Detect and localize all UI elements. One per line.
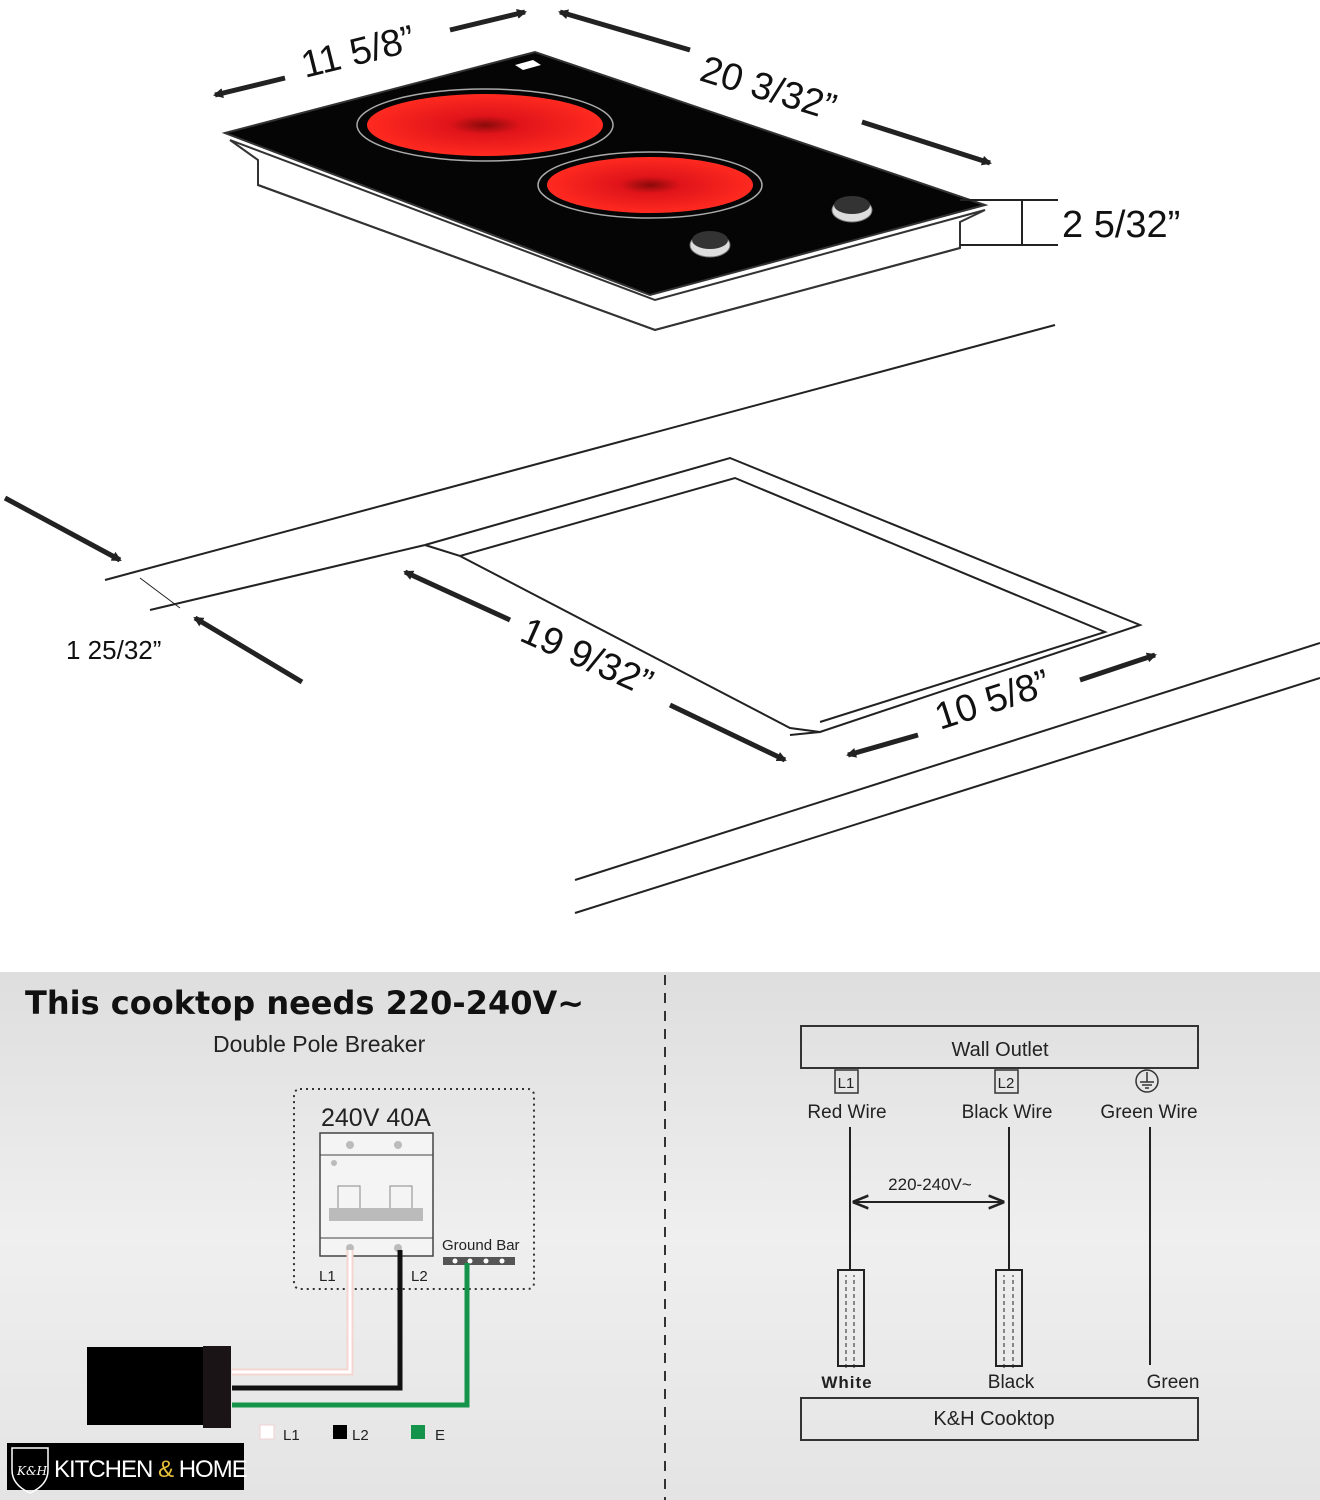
wiring-schematic: Wall Outlet L1 L2 Red Wire Black Wire Gr… — [800, 1025, 1200, 1441]
burner-front — [537, 151, 763, 219]
cooktop-illustration — [221, 50, 989, 332]
wire-legend: L1 L2 E — [259, 1424, 445, 1444]
wires — [232, 1250, 470, 1408]
voltage-heading: This cooktop needs 220-240V~ — [25, 984, 584, 1022]
shield-icon — [11, 1447, 49, 1494]
ground-bar-label: Ground Bar — [442, 1237, 520, 1254]
wall-outlet-label: Wall Outlet — [951, 1039, 1049, 1061]
knob-left — [689, 231, 731, 258]
breaker-icon — [319, 1132, 434, 1257]
brand-monogram: K&H — [16, 1464, 48, 1478]
cooktop-box — [800, 1397, 1199, 1441]
green-wire-label: Green Wire — [1100, 1102, 1197, 1123]
l1-tag: L1 — [838, 1075, 855, 1092]
breaker-subtitle: Double Pole Breaker — [213, 1031, 426, 1057]
terminal-l1-label: L1 — [319, 1268, 336, 1285]
svg-text:KITCHEN & HOME: KITCHEN & HOME — [54, 1456, 247, 1483]
brand-logo: K&H KITCHEN & HOME — [7, 1443, 248, 1494]
burner-rear — [356, 88, 614, 162]
legend-l2: L2 — [352, 1427, 369, 1444]
black-wire-cooktop-label: Black — [988, 1372, 1035, 1393]
white-wire-cooktop-label: White — [821, 1373, 872, 1392]
breaker-section: This cooktop needs 220-240V~ Double Pole… — [7, 984, 584, 1494]
terminal-l2-label: L2 — [411, 1268, 428, 1285]
legend-e: E — [435, 1427, 445, 1444]
logo-icon — [515, 60, 541, 70]
cooktop-box-label: K&H Cooktop — [933, 1408, 1054, 1430]
cooktop-junction-box — [87, 1347, 212, 1425]
black-wire-sleeve — [995, 1269, 1023, 1367]
brand-name-a: KITCHEN — [54, 1456, 152, 1483]
l2-tag: L2 — [998, 1075, 1015, 1092]
dim-countertop-thickness: 1 25/32” — [66, 635, 161, 665]
white-wire-sleeve — [837, 1269, 865, 1367]
dim-cutout-width: 19 9/32” — [514, 610, 658, 705]
red-wire-label: Red Wire — [807, 1102, 886, 1123]
breaker-rating: 240V 40A — [321, 1104, 431, 1132]
legend-l1: L1 — [283, 1427, 300, 1444]
ground-bar-icon — [443, 1257, 515, 1265]
dim-cooktop-height: 2 5/32” — [1062, 204, 1180, 246]
ground-symbol-icon — [1135, 1069, 1159, 1093]
brand-amp: & — [158, 1456, 174, 1483]
junction-box-connector — [203, 1346, 231, 1428]
wall-outlet-box — [800, 1025, 1199, 1069]
countertop-illustration — [104, 324, 1320, 914]
black-wire-label: Black Wire — [962, 1102, 1053, 1123]
dim-cooktop-depth: 11 5/8” — [297, 18, 419, 87]
dimension-arrows — [3, 9, 1157, 763]
voltage-label: 220-240V~ — [888, 1175, 972, 1194]
green-wire-cooktop-label: Green — [1147, 1372, 1200, 1393]
knob-right — [831, 196, 873, 223]
brand-name-b: HOME — [179, 1456, 247, 1483]
